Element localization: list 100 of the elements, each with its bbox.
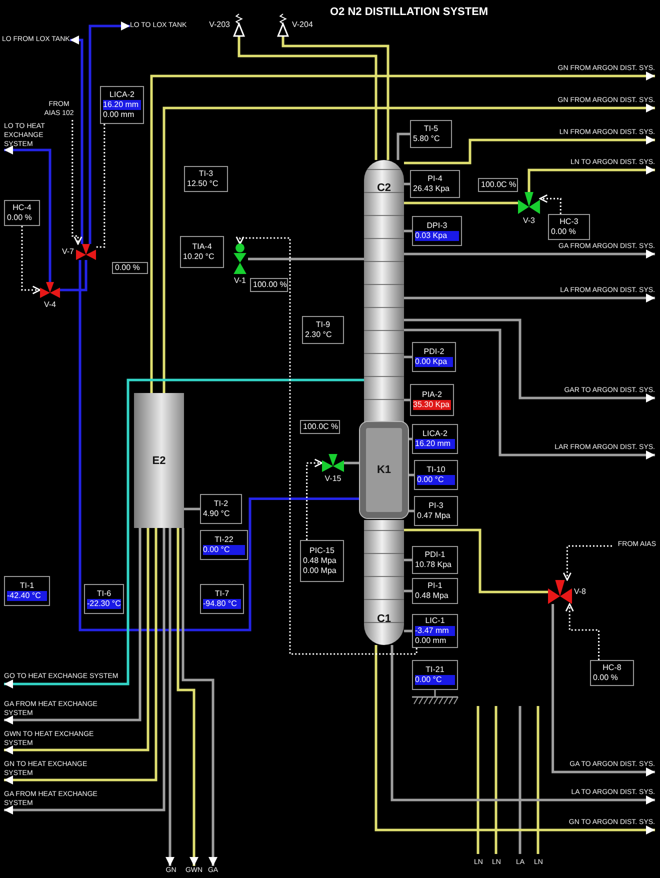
signal-line [96, 124, 106, 248]
tag-label: TI-7 [214, 589, 230, 599]
pipe-line [88, 22, 130, 244]
heat-exchanger: E2 [134, 393, 184, 528]
tag-label: PI-3 [428, 501, 444, 511]
output-readout [112, 262, 148, 274]
tag-label: TIA-4 [191, 242, 213, 252]
tag-label: PI-1 [426, 581, 444, 591]
pipe-line [4, 378, 364, 688]
tag-label: LICA-2 [108, 90, 136, 100]
relief-valve-symbol [232, 14, 246, 36]
indicator-panel [410, 120, 452, 148]
control-valve-symbol [322, 454, 344, 472]
reading-value: 0.00 % [551, 227, 577, 237]
pipe-line [248, 258, 364, 260]
tag-label: TI-10 [426, 465, 446, 475]
tag-label: LICA-2 [422, 429, 448, 439]
valve-tag: V-203 [206, 20, 230, 30]
pipe-line [60, 260, 88, 292]
pipe-line [552, 604, 655, 776]
tag-label: TI-1 [18, 581, 36, 591]
control-valve-symbol [518, 192, 540, 214]
pipe-line [374, 645, 655, 834]
tag-label: HC-8 [602, 663, 622, 673]
reading-value: 0.48 Mpa [303, 556, 338, 566]
valve-tag: V-3 [517, 216, 541, 226]
pipe-line [404, 294, 655, 302]
tap-line [404, 356, 412, 358]
pipe-line [404, 250, 655, 258]
pipe-line [182, 528, 218, 866]
tap-line [184, 508, 200, 510]
output-readout [250, 278, 288, 292]
reading-value: 10.20 °C [183, 252, 216, 262]
reading-value: 12.50 °C [187, 179, 220, 189]
tap-line [404, 630, 412, 632]
column-section: C2 [364, 160, 404, 422]
pipe-line [390, 645, 655, 804]
output-readout [300, 420, 340, 434]
pipe-line [404, 318, 655, 402]
reading-value: 0.00 °C [415, 675, 455, 685]
indicator-panel [412, 660, 458, 690]
indicator-panel [84, 584, 124, 614]
indicator-panel [4, 576, 50, 606]
control-valve-symbol [76, 244, 96, 260]
valve-tag: V-8 [574, 587, 598, 597]
relief-valve-symbol [276, 14, 290, 36]
tag-label: TI-21 [424, 665, 446, 675]
tag-label: TI-3 [198, 169, 214, 179]
pipe-line [238, 36, 378, 160]
indicator-panel [590, 660, 634, 686]
tag-label: TI-6 [96, 589, 112, 599]
indicator-panel [412, 424, 458, 454]
reading-value: -94.80 °C [203, 599, 241, 609]
reading-value: 0.48 Mpa [415, 591, 450, 601]
reading-value: 0.00 % [593, 673, 619, 683]
indicator-panel [412, 546, 458, 574]
indicator-panel [300, 540, 344, 582]
pipe-line [4, 528, 142, 724]
pipe-line [4, 146, 52, 282]
tag-label: PIA-2 [420, 390, 443, 400]
reading-value: 2.30 °C [305, 330, 333, 340]
reading-value: 0.00 Kpa [415, 357, 453, 367]
signal-line [539, 194, 562, 214]
readout-value: 100.00 % [253, 280, 285, 290]
tag-label: HC-4 [12, 203, 32, 213]
pipe-line [528, 166, 655, 192]
column-section: C1 [364, 520, 404, 645]
indicator-panel [548, 214, 590, 240]
pipe-line [404, 528, 548, 594]
reading-value: 0.03 Kpa [415, 231, 459, 241]
readout-value: 100.0C % [481, 180, 515, 190]
indicator-panel [414, 460, 458, 490]
pipe-line [282, 36, 390, 160]
tap-line [404, 558, 412, 562]
reading-value: 16.20 mm [415, 439, 455, 449]
tap-line [404, 398, 410, 402]
reading-value: -42.40 °C [7, 591, 47, 601]
reading-value: 35.30 Kpa [413, 400, 451, 410]
control-valve-symbol [232, 244, 248, 274]
pipe-line [344, 462, 360, 464]
reading-value: 16.20 mm [103, 100, 141, 110]
reading-value: 0.00 °C [203, 545, 245, 555]
tag-label: PIC-15 [308, 546, 336, 556]
reading-value: 10.78 Kpa [415, 560, 452, 570]
pipe-line [70, 36, 84, 244]
pipe-line [78, 260, 360, 632]
indicator-panel [200, 530, 248, 560]
reading-value: 0.00 mm [415, 636, 448, 646]
readout-value: 100.0C % [303, 422, 337, 432]
pipe-line [166, 528, 174, 866]
tag-label: DPI-3 [426, 221, 448, 231]
readout-value: 0.00 % [115, 263, 141, 273]
condenser-vessel: K1 [360, 422, 408, 518]
tag-label: LIC-1 [424, 616, 446, 626]
tag-label: TI-22 [214, 535, 234, 545]
reading-value: 0.00 Mpa [303, 566, 338, 576]
signal-line [72, 120, 82, 245]
reading-value: 26.43 Kpa [413, 184, 450, 194]
tag-label: PDI-2 [422, 347, 446, 357]
signal-line [236, 236, 418, 655]
